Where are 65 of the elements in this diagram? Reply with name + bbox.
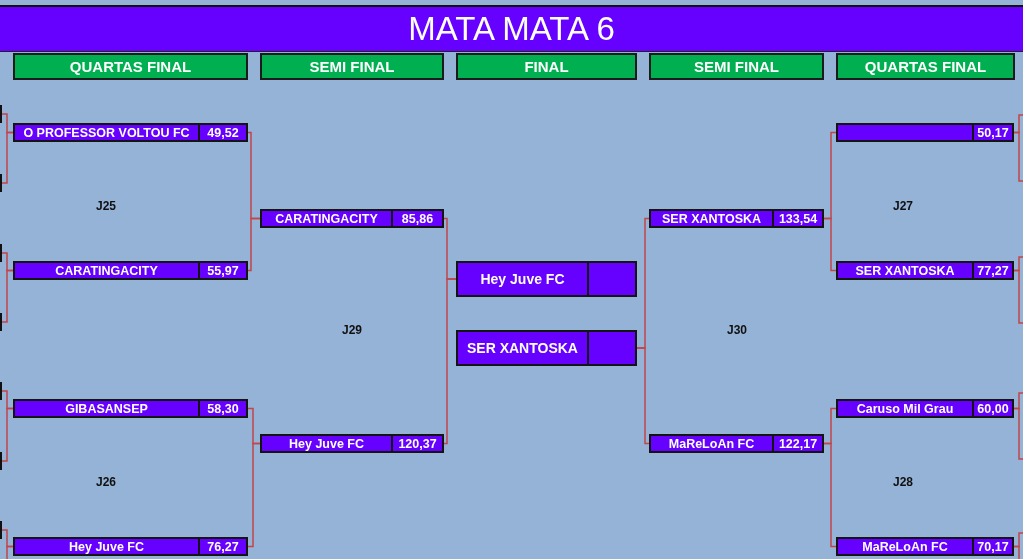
bracket-line [1,131,14,184]
team-name: SER XANTOSKA [467,340,578,356]
bracket-line [636,347,650,445]
match-label: J25 [96,199,116,213]
match-label: J30 [727,323,747,337]
team-score: 49,52 [207,125,239,140]
bracket-line [247,442,261,548]
team-box [13,537,248,556]
team-score: 58,30 [207,401,239,416]
team-box [260,209,444,228]
bracket-line [6,545,14,559]
team-name: CARATINGACITY [55,263,158,278]
team-name: O PROFESSOR VOLTOU FC [23,125,190,140]
match-label: J29 [342,323,362,337]
team-box [260,434,444,453]
team-box [13,399,248,418]
bracket-line [1013,269,1023,324]
bracket-line [1,269,14,323]
match-label: J26 [96,475,116,489]
match-label: J28 [893,475,913,489]
team-score: 50,17 [977,125,1009,140]
team-name: MaReLoAn FC [668,436,755,451]
team-name: Caruso Mil Grau [856,401,954,416]
team-score: 70,17 [977,539,1009,554]
team-box [13,123,248,142]
team-name: Hey Juve FC [480,271,565,287]
team-name: Hey Juve FC [69,539,144,554]
bracket-line [823,217,837,272]
team-score: 76,27 [207,539,239,554]
team-box [456,330,637,366]
round-header: QUARTAS FINAL [836,53,1015,80]
team-box [836,123,1014,142]
team-score: 77,27 [977,263,1009,278]
team-box [836,399,1014,418]
bracket-line [247,217,261,272]
team-name: Hey Juve FC [289,436,364,451]
team-box [649,434,824,453]
bracket-line [443,278,457,445]
team-score: 60,00 [977,401,1009,416]
team-score: 120,37 [398,436,437,451]
bracket-line [1,407,14,462]
round-header: QUARTAS FINAL [13,53,248,80]
diagram-title: MATA MATA 6 [408,10,615,48]
match-label: J27 [893,199,913,213]
round-header: FINAL [456,53,637,80]
round-header: SEMI FINAL [260,53,444,80]
team-box [836,261,1014,280]
team-score: 133,54 [778,211,818,226]
bracket-line [1013,131,1023,182]
team-score: 55,97 [207,263,239,278]
team-name: SER XANTOSKA [661,211,762,226]
team-score: 85,86 [401,211,434,226]
team-box [649,209,824,228]
team-name: GIBASANSEP [65,401,148,416]
bracket-line [1013,407,1023,460]
round-header: SEMI FINAL [649,53,824,80]
team-box [13,261,248,280]
bracket-line [1013,545,1020,559]
team-score: 122,17 [778,436,818,451]
team-box [836,537,1014,556]
team-name: MaReLoAn FC [862,539,948,554]
team-box [456,261,637,297]
bracket-line [823,442,837,548]
team-name: CARATINGACITY [275,211,378,226]
team-name: SER XANTOSKA [855,263,955,278]
